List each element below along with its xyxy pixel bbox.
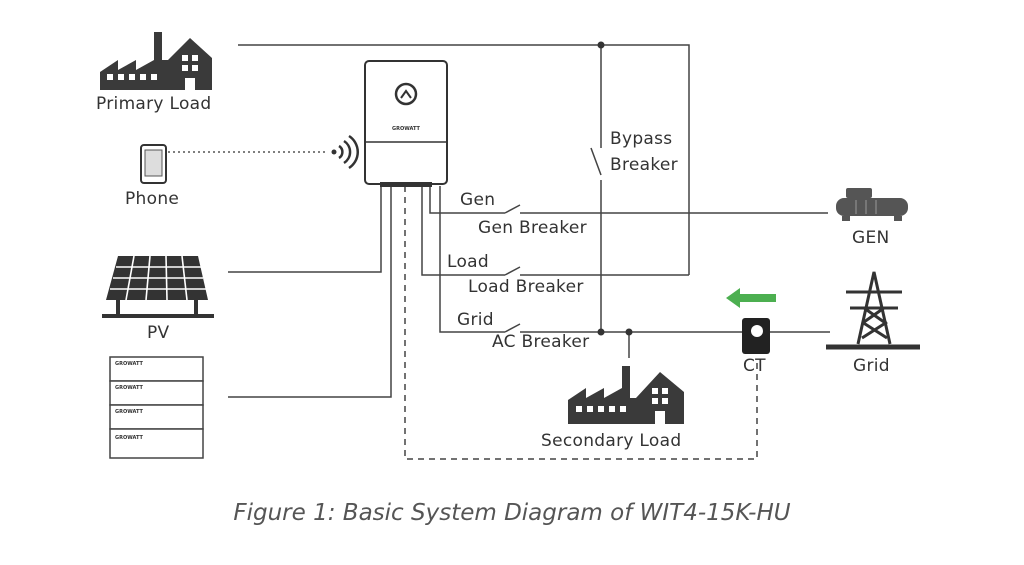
pv-label: PV	[147, 323, 170, 343]
grid-tower-icon	[826, 271, 920, 350]
junction-dot	[625, 328, 633, 336]
svg-text:GROWATT: GROWATT	[115, 409, 144, 415]
gen-label: Gen	[460, 190, 496, 210]
inverter-icon: GROWATT	[364, 60, 448, 187]
battery-brand-labels: GROWATT GROWATT GROWATT GROWATT	[115, 361, 144, 441]
bypass-wire	[590, 45, 602, 332]
svg-text:GROWATT: GROWATT	[115, 385, 144, 391]
inverter-brand: GROWATT	[392, 126, 421, 132]
primary-load-icon	[100, 32, 212, 90]
power-flow-arrow-icon	[726, 288, 776, 308]
ct-clamp-icon	[742, 318, 770, 354]
phone-icon	[140, 144, 167, 184]
load-label: Load	[447, 252, 489, 272]
svg-text:GROWATT: GROWATT	[115, 361, 144, 367]
figure-caption: Figure 1: Basic System Diagram of WIT4-1…	[233, 500, 791, 526]
bypass-breaker-label: Breaker	[610, 155, 678, 175]
ac-breaker-label: AC Breaker	[492, 332, 590, 352]
grid-line-label: Grid	[457, 310, 494, 330]
bypass-label: Bypass	[610, 129, 673, 149]
generator-icon	[836, 188, 908, 221]
battery-stack-icon	[109, 356, 204, 459]
junction-dot	[597, 328, 605, 336]
wifi-icon	[331, 134, 359, 170]
gen-device-label: GEN	[852, 228, 890, 248]
phone-label: Phone	[125, 189, 180, 209]
load-wire	[421, 186, 689, 276]
pv-panel-icon	[102, 255, 214, 318]
gen-wire	[429, 186, 828, 214]
ct-label: CT	[743, 356, 766, 376]
wiring	[228, 44, 830, 398]
ac-wire	[439, 186, 830, 333]
junction-dot	[597, 41, 605, 49]
primary-load-wire	[238, 44, 690, 275]
battery-wire	[228, 186, 392, 398]
load-breaker-label: Load Breaker	[468, 277, 584, 297]
pv-wire	[228, 186, 382, 273]
gen-breaker-label: Gen Breaker	[478, 218, 587, 238]
svg-text:GROWATT: GROWATT	[115, 435, 144, 441]
ct-signal-wire	[404, 186, 758, 460]
secondary-load-label: Secondary Load	[541, 431, 682, 451]
grid-device-label: Grid	[853, 356, 890, 376]
secondary-load-icon	[568, 366, 684, 424]
primary-load-label: Primary Load	[96, 94, 212, 114]
